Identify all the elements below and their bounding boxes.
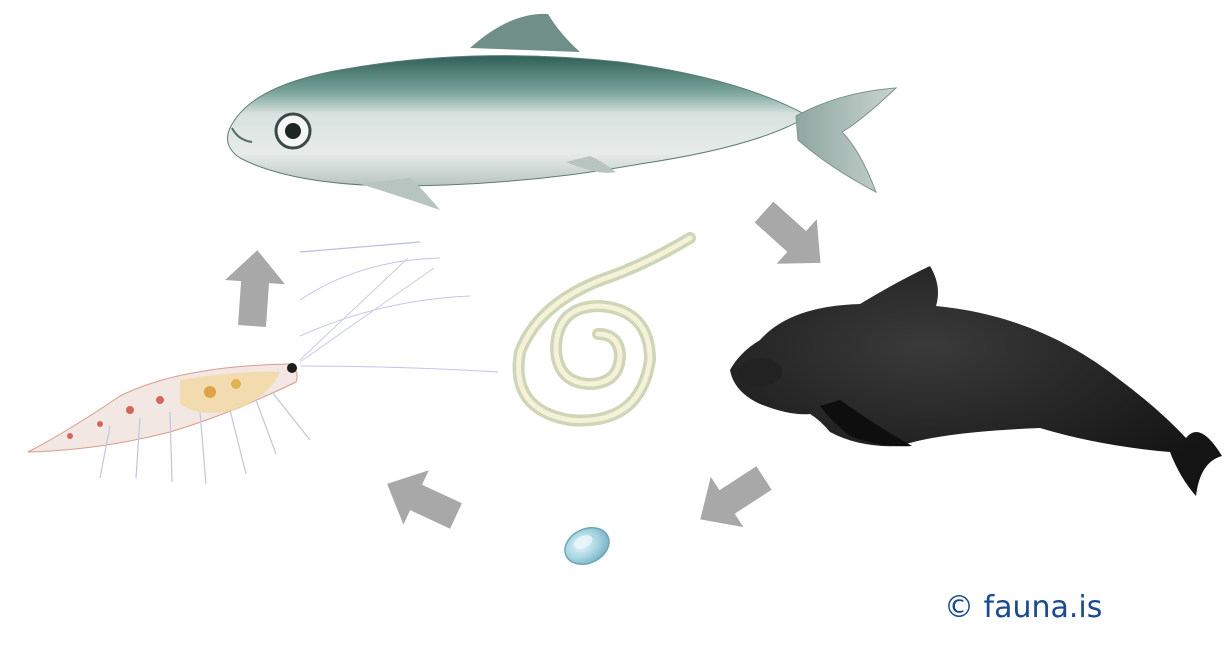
copyright-credit: © fauna.is: [944, 590, 1102, 625]
arrow-herring-to-whale: [744, 190, 841, 285]
arrow-egg-to-krill: [374, 457, 468, 543]
herring-illustration: [228, 14, 896, 210]
parasite-egg-illustration: [559, 521, 615, 571]
pilot-whale-illustration: [730, 266, 1222, 496]
arrow-krill-to-herring: [222, 248, 287, 328]
coiled-larva-illustration: [519, 238, 690, 421]
arrow-whale-to-egg: [684, 453, 780, 545]
